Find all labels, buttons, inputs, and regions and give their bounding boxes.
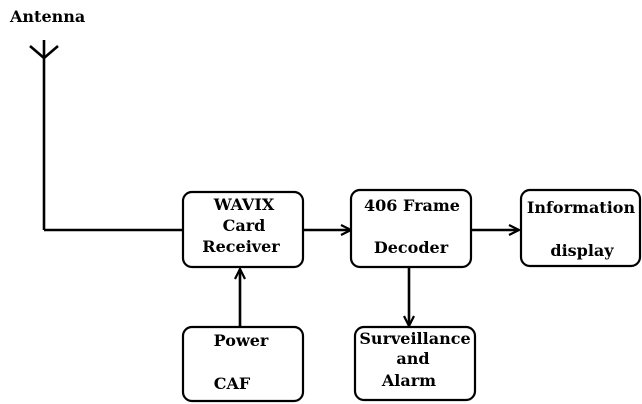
antenna-icon (29, 40, 59, 230)
info-line-1: Information (527, 198, 636, 217)
surveillance-alarm-block: Surveillance and Alarm (353, 325, 477, 402)
receiver-line-1: WAVIX (213, 195, 275, 214)
receiver-line-3: Receiver (202, 237, 280, 256)
decoder-line-2: Decoder (374, 238, 449, 257)
frame-decoder-block: 406 Frame Decoder (349, 188, 473, 269)
surveillance-line-3: Alarm (381, 371, 436, 390)
power-line-2: CAF (214, 374, 251, 393)
decoder-line-1: 406 Frame (364, 196, 460, 215)
power-caf-block: Power CAF (181, 325, 305, 403)
surveillance-line-2: and (396, 349, 429, 368)
receiver-line-2: Card (223, 216, 266, 235)
power-line-1: Power (214, 331, 269, 350)
surveillance-line-1: Surveillance (359, 329, 470, 348)
wavix-card-receiver-block: WAVIX Card Receiver (181, 190, 305, 269)
info-line-2: display (550, 241, 614, 260)
information-display-block: Information display (519, 188, 642, 268)
antenna-label: Antenna (9, 7, 85, 26)
